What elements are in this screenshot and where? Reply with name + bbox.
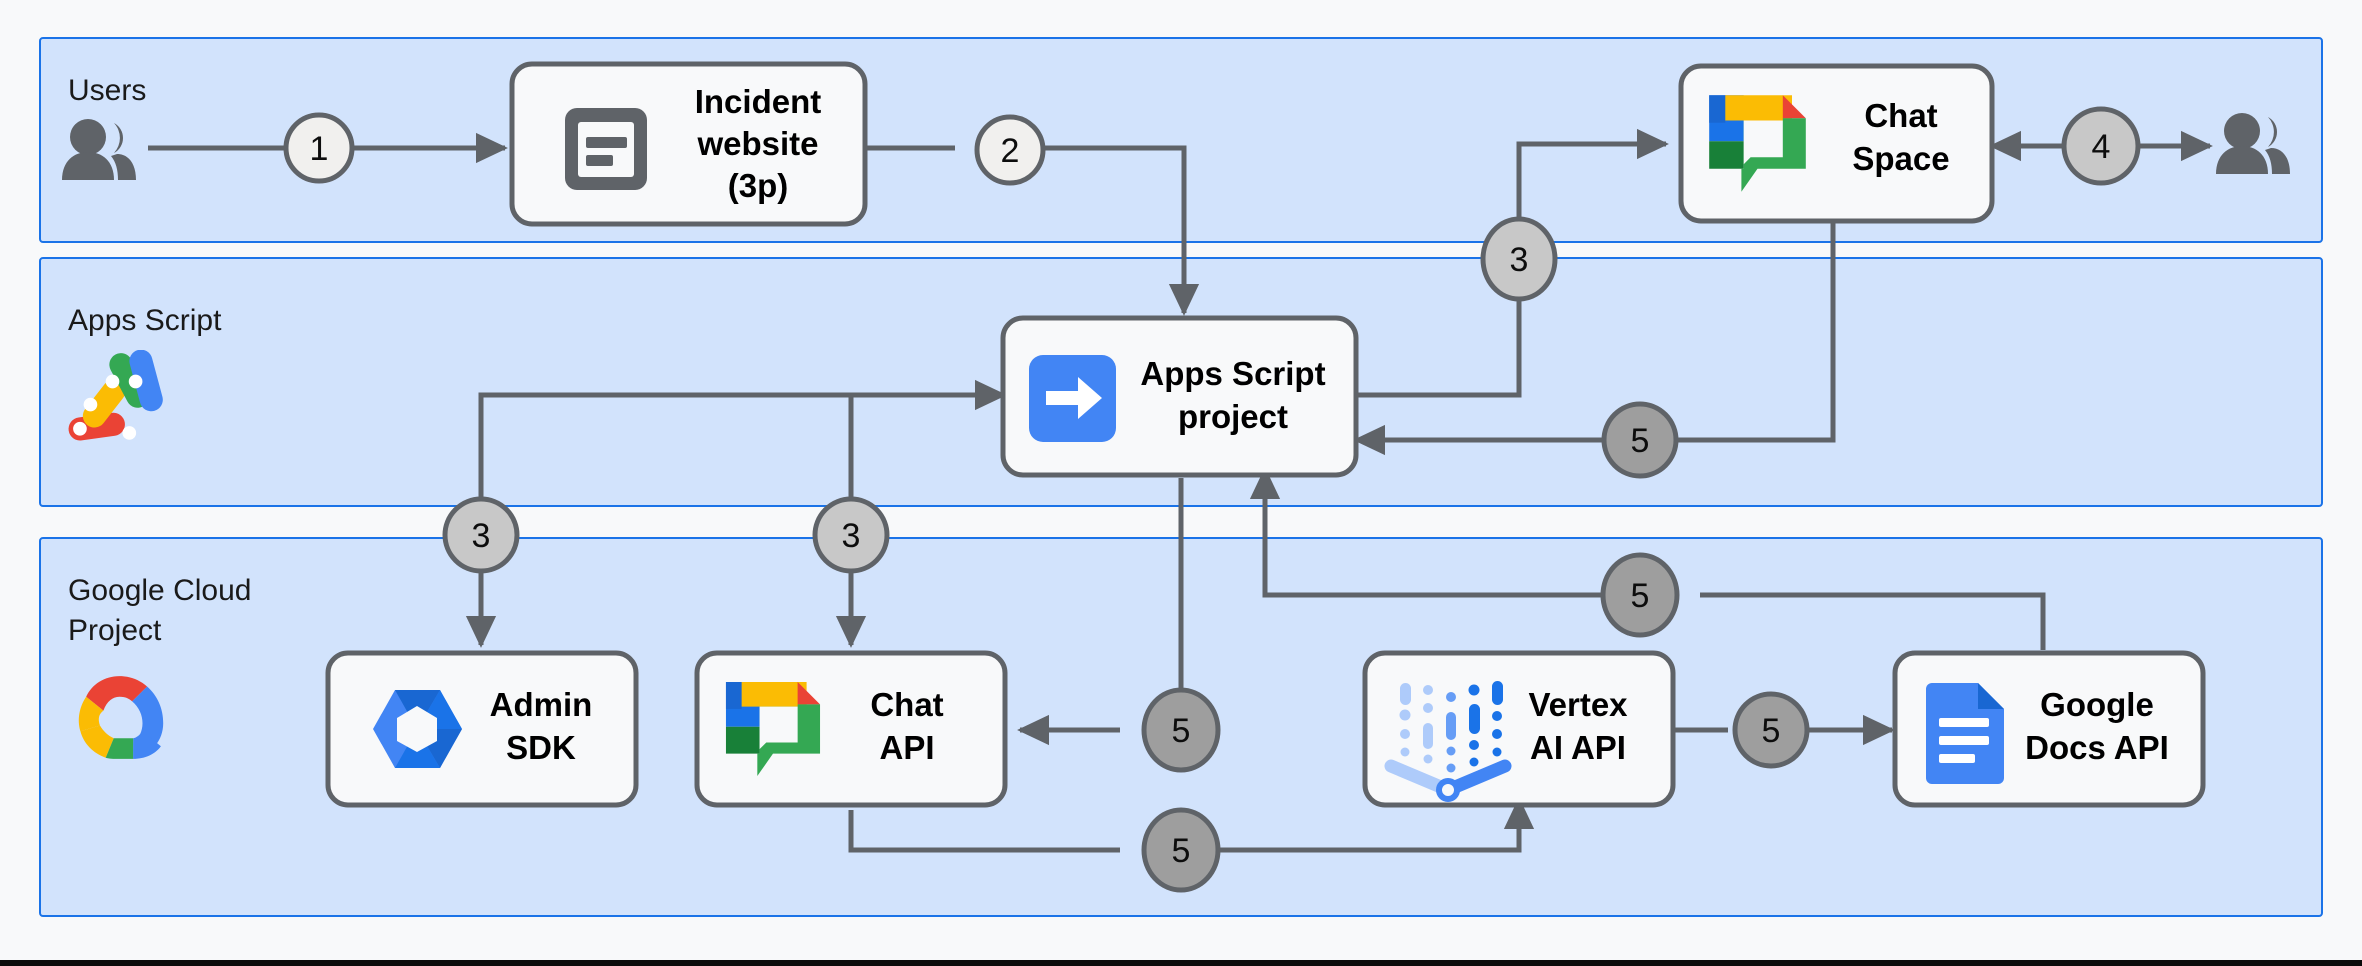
node-label-incident-website-1: Incident bbox=[695, 83, 822, 120]
connector-bottom5-to-vertex bbox=[1181, 797, 1535, 853]
svg-text:4: 4 bbox=[2092, 128, 2111, 166]
node-label-google-docs-api-2: Docs API bbox=[2025, 729, 2169, 766]
google-docs-logo bbox=[1926, 683, 2004, 784]
panel-title-users: Users bbox=[68, 74, 146, 107]
web-page-icon bbox=[565, 108, 647, 190]
svg-text:5: 5 bbox=[1631, 422, 1650, 460]
node-label-apps-script-project-2: project bbox=[1178, 398, 1288, 435]
step-badge-3-chat-space: 3 bbox=[1480, 216, 1558, 302]
node-label-incident-website-2: website bbox=[696, 125, 818, 162]
vertex-ai-logo bbox=[1384, 681, 1512, 802]
node-vertex-ai-api[interactable]: Vertex AI API bbox=[1362, 650, 1676, 808]
panel-title-google-cloud-line2: Project bbox=[68, 614, 162, 647]
connector-docs-to-apps-script bbox=[1700, 592, 2046, 650]
node-apps-script-project[interactable]: Apps Script project bbox=[1000, 315, 1359, 478]
people-icon bbox=[2216, 113, 2290, 174]
node-label-chat-space-1: Chat bbox=[1864, 97, 1937, 134]
step-badge-4: 4 bbox=[2061, 106, 2141, 186]
connector-layer bbox=[148, 128, 2213, 853]
step-badge-1: 1 bbox=[283, 112, 355, 184]
node-label-incident-website-3: (3p) bbox=[728, 167, 789, 204]
node-chat-api[interactable]: Chat API bbox=[694, 650, 1008, 808]
svg-text:3: 3 bbox=[1510, 241, 1529, 279]
connector-badge2-to-apps-script bbox=[1016, 145, 1200, 316]
node-label-admin-sdk-1: Admin bbox=[490, 686, 593, 723]
node-google-docs-api[interactable]: Google Docs API bbox=[1892, 650, 2206, 808]
svg-text:5: 5 bbox=[1172, 832, 1191, 870]
svg-text:5: 5 bbox=[1762, 712, 1781, 750]
connector-badge5docs-to-apps-script bbox=[1249, 467, 1640, 598]
svg-text:2: 2 bbox=[1001, 132, 1020, 170]
step-badge-5-chat-api: 5 bbox=[1141, 687, 1221, 773]
connector-chatapi-to-bottom5 bbox=[848, 810, 1120, 853]
node-label-chat-api-1: Chat bbox=[870, 686, 943, 723]
admin-sdk-logo bbox=[373, 690, 462, 768]
connector-admin-sdk-branch bbox=[478, 392, 1006, 504]
node-label-chat-api-2: API bbox=[879, 729, 934, 766]
apps-script-project-icon bbox=[1029, 355, 1116, 442]
node-label-vertex-ai-api-1: Vertex bbox=[1528, 686, 1628, 723]
people-icon bbox=[62, 119, 136, 180]
step-badge-3-admin-sdk: 3 bbox=[442, 496, 520, 574]
node-label-google-docs-api-1: Google bbox=[2040, 686, 2154, 723]
svg-text:5: 5 bbox=[1631, 577, 1650, 615]
svg-text:3: 3 bbox=[842, 517, 861, 555]
svg-text:3: 3 bbox=[472, 517, 491, 555]
node-label-admin-sdk-2: SDK bbox=[506, 729, 576, 766]
panel-title-apps-script: Apps Script bbox=[68, 304, 222, 337]
node-admin-sdk[interactable]: Admin SDK bbox=[325, 650, 639, 808]
step-badge-5-vertex: 5 bbox=[1732, 691, 1810, 769]
connector-chatspace-to-apps-script bbox=[1671, 219, 1836, 443]
node-incident-website[interactable]: Incident website (3p) bbox=[509, 61, 868, 227]
node-label-chat-space-2: Space bbox=[1852, 140, 1949, 177]
svg-text:5: 5 bbox=[1172, 712, 1191, 750]
step-badge-5-google-docs: 5 bbox=[1600, 552, 1680, 638]
svg-text:1: 1 bbox=[310, 130, 329, 168]
step-badge-3-chat-api: 3 bbox=[812, 496, 890, 574]
node-label-apps-script-project-1: Apps Script bbox=[1140, 355, 1325, 392]
step-badge-5-chat-space: 5 bbox=[1601, 401, 1679, 479]
node-chat-space[interactable]: Chat Space bbox=[1678, 63, 1995, 224]
node-label-vertex-ai-api-2: AI API bbox=[1530, 729, 1626, 766]
panel-title-google-cloud-line1: Google Cloud bbox=[68, 574, 251, 607]
step-badge-5-bottom: 5 bbox=[1141, 807, 1221, 893]
step-badge-2: 2 bbox=[974, 114, 1046, 186]
